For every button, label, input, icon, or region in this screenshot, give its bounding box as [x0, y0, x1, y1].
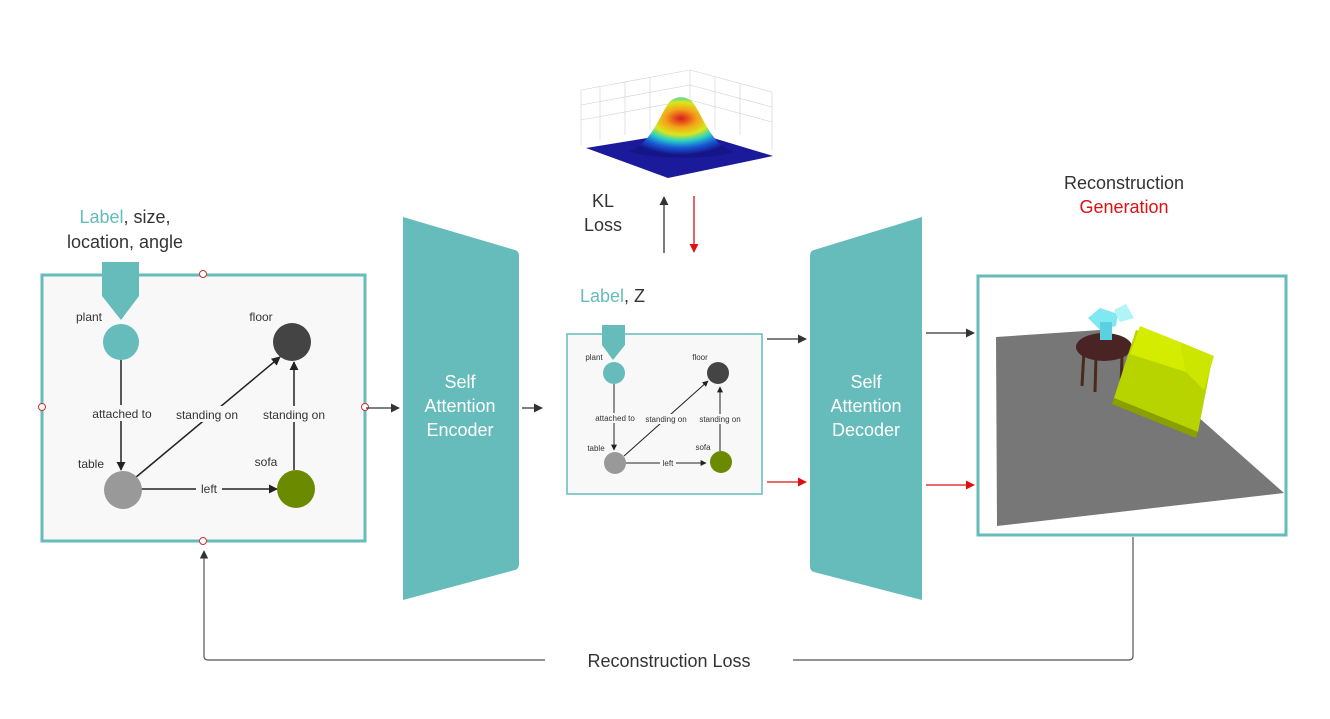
pin-marker-icon [102, 262, 139, 320]
self-attention-encoder: Self Attention Encoder [403, 217, 519, 600]
table-3d-icon [1076, 333, 1132, 393]
output-scene-render [976, 274, 1288, 537]
output-reconstruction-label: Reconstruction [1064, 173, 1184, 193]
input-scene-graph: attached to standing on standing on left… [38, 262, 369, 545]
node-label-floor: floor [692, 353, 708, 362]
node-plant [103, 324, 139, 360]
loss-line-left [199, 550, 545, 661]
selection-handle-left[interactable] [38, 403, 46, 411]
decoder-trapezoid [810, 217, 922, 600]
edge-label-attached-to: attached to [92, 407, 152, 421]
attr-label-word: Label [79, 207, 123, 227]
node-label-floor: floor [249, 310, 272, 324]
latent-attributes-label: Label, Z [580, 286, 645, 306]
svg-text:Label, size,: Label, size, [79, 207, 170, 227]
reconstruction-loss-label: Reconstruction Loss [587, 651, 750, 671]
attr-location-angle: location, angle [67, 232, 183, 252]
selection-handle-right[interactable] [361, 403, 369, 411]
node-label-plant: plant [76, 310, 103, 324]
edge-label-standing-on: standing on [263, 408, 325, 422]
selection-handle-bottom[interactable] [199, 537, 207, 545]
latent-z-word: , Z [624, 286, 645, 306]
node-plant [603, 362, 625, 384]
latent-label-word: Label [580, 286, 624, 306]
kl-loss-line2: Loss [584, 215, 622, 235]
kl-loss-line1: KL [592, 191, 614, 211]
node-sofa [710, 451, 732, 473]
node-label-table: table [78, 457, 104, 471]
node-sofa [277, 470, 315, 508]
plot-grid [580, 69, 773, 150]
pin-marker-icon [602, 325, 625, 360]
encoder-label-line3: Encoder [426, 420, 493, 440]
edge-label-standing-on: standing on [699, 415, 740, 424]
sofa-3d-icon [1112, 326, 1214, 438]
latent-scene-graph: attached to standing on standing on left… [566, 325, 763, 495]
plant-3d-icon [1088, 304, 1134, 340]
edge-label-attached-to: attached to [595, 414, 635, 423]
floor-plane-icon [996, 330, 1284, 526]
node-table [604, 452, 626, 474]
edge-label-standing-on: standing on [645, 415, 686, 424]
loss-line-right [793, 537, 1134, 661]
encoder-label-line1: Self [444, 372, 476, 392]
decoder-label-line2: Attention [830, 396, 901, 416]
attr-size-word: , size, [124, 207, 171, 227]
decoder-label-line3: Decoder [832, 420, 900, 440]
edge-label-standing-on: standing on [176, 408, 238, 422]
selection-handle-top[interactable] [199, 270, 207, 278]
output-generation-label: Generation [1079, 197, 1168, 217]
gaussian-surface-icon [628, 97, 734, 158]
edge-label-left: left [201, 482, 218, 496]
node-label-sofa: sofa [255, 455, 278, 469]
decoder-label-line1: Self [850, 372, 882, 392]
node-table [104, 471, 142, 509]
encoder-trapezoid [403, 217, 519, 600]
node-floor [707, 362, 729, 384]
self-attention-decoder: Self Attention Decoder [810, 217, 922, 600]
edge-label-left: left [663, 459, 674, 468]
node-label-plant: plant [585, 353, 603, 362]
node-floor [273, 323, 311, 361]
node-label-table: table [587, 444, 605, 453]
encoder-label-line2: Attention [424, 396, 495, 416]
node-label-sofa: sofa [695, 443, 711, 452]
input-attributes-label: Label, size, location, angle [67, 207, 183, 252]
gaussian-plot [580, 69, 773, 178]
